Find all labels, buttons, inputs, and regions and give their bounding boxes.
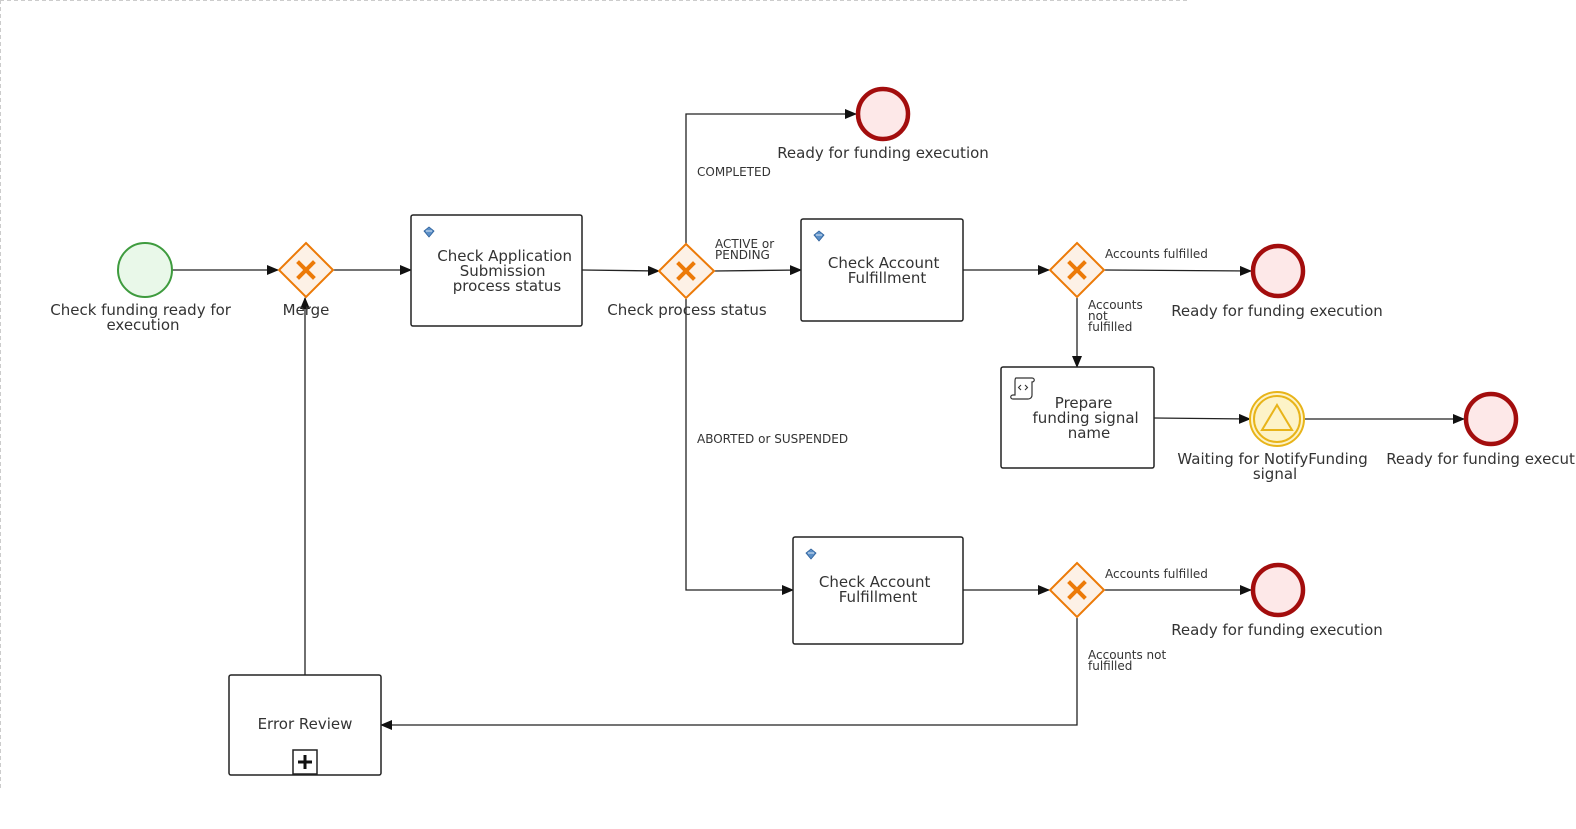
task-check-account-fulfillment-1-label: Check Account Fulfillment [828, 254, 944, 287]
signal-event-label: Waiting for NotifyFunding signal [1177, 450, 1372, 483]
start-event-label-line-1: Check funding ready for [50, 301, 232, 319]
subprocess-error-review-box [228, 674, 382, 776]
task-prepare-line-1: Prepare [1055, 394, 1113, 412]
subprocess-error-review-label: Error Review [258, 715, 353, 733]
gateway-accounts-2[interactable] [1048, 561, 1106, 619]
flow-aborted-suspended[interactable] [685, 299, 794, 595]
end-event-upper-right-circle [1250, 243, 1306, 299]
start-event[interactable] [117, 242, 173, 298]
flow-accounts-not-fulfilled-2[interactable] [380, 618, 1078, 730]
flow-active-pending[interactable] [713, 265, 802, 276]
expand-plus-icon[interactable] [292, 749, 318, 775]
end-event-lower-right-label: Ready for funding execution [1171, 621, 1383, 639]
signal-event-inner-circle [1253, 395, 1301, 443]
task-check-account-1-line-1: Check Account [828, 254, 940, 272]
end-event-top-label: Ready for funding execution [777, 144, 989, 162]
task-check-account-2-line-1: Check Account [819, 573, 931, 591]
merge-gateway[interactable] [277, 241, 335, 299]
edge-label-accounts-not-fulfilled-1-line-1: Accounts [1088, 298, 1143, 312]
task-prepare-funding-signal-label: Prepare funding signal name [1033, 394, 1144, 442]
sequence-flows [172, 109, 1465, 730]
task-check-account-fulfillment-2[interactable]: Check Account Fulfillment [792, 536, 964, 645]
end-event-lower-right-circle [1250, 562, 1306, 618]
task-check-account-fulfillment-1-box [800, 218, 964, 322]
script-task-icon [1010, 377, 1035, 400]
start-event-label: Check funding ready for execution [50, 301, 236, 334]
task-check-application-line-3: process status [453, 277, 562, 295]
edge-label-accounts-not-fulfilled-2: Accounts not fulfilled [1088, 648, 1170, 673]
merge-gateway-label: Merge [283, 301, 330, 319]
edge-label-accounts-not-fulfilled-1-line-2: not [1088, 309, 1108, 323]
task-prepare-line-3: name [1068, 424, 1111, 442]
end-event-signal-right-circle [1463, 391, 1519, 447]
end-event-upper-right[interactable] [1250, 243, 1306, 299]
task-check-account-1-line-2: Fulfillment [848, 269, 927, 287]
end-event-top[interactable] [855, 86, 911, 142]
signal-event-outer-circle [1249, 391, 1305, 447]
edge-label-accounts-fulfilled-1: Accounts fulfilled [1105, 247, 1208, 261]
signal-event-label-line-2: signal [1253, 465, 1297, 483]
task-check-application-submission-label: Check Application Submission process sta… [437, 247, 577, 295]
end-event-signal-right[interactable] [1463, 391, 1519, 447]
end-event-top-circle [855, 86, 911, 142]
task-check-account-2-line-2: Fulfillment [839, 588, 918, 606]
end-event-signal-right-label: Ready for funding execution [1386, 450, 1576, 468]
task-check-application-submission[interactable]: Check Application Submission process sta… [410, 214, 583, 327]
flow-completed[interactable] [685, 109, 857, 244]
flow-prepare-to-signal[interactable] [1153, 413, 1251, 424]
task-prepare-funding-signal[interactable]: Prepare funding signal name [1000, 366, 1155, 469]
task-check-account-fulfillment-2-label: Check Account Fulfillment [819, 573, 935, 606]
signal-catch-event[interactable] [1249, 391, 1305, 447]
flow-accounts-fulfilled-1[interactable] [1103, 265, 1252, 276]
gateway-process-status[interactable] [657, 242, 716, 300]
edge-label-accounts-not-fulfilled-2-line-1: Accounts not [1088, 648, 1166, 662]
flow-check-app-to-gateway[interactable] [581, 265, 660, 276]
edge-label-accounts-not-fulfilled-2-line-2: fulfilled [1088, 659, 1132, 673]
gateway-x-icon [1067, 580, 1087, 600]
subprocess-error-review[interactable]: Error Review [228, 674, 382, 776]
gateway-x-icon [296, 260, 316, 280]
task-prepare-line-2: funding signal [1033, 409, 1139, 427]
edge-label-active-pending-line-2: PENDING [715, 248, 770, 262]
task-check-account-fulfillment-2-box [792, 536, 964, 645]
signal-triangle-icon [1260, 403, 1294, 431]
task-prepare-funding-signal-box [1000, 366, 1155, 469]
start-event-circle [117, 242, 173, 298]
gateway-process-status-label: Check process status [607, 301, 767, 319]
service-task-icon [423, 226, 435, 238]
service-task-icon [813, 230, 825, 242]
edge-label-aborted-suspended: ABORTED or SUSPENDED [697, 432, 848, 446]
edge-label-accounts-not-fulfilled-1: Accounts not fulfilled [1088, 298, 1147, 334]
signal-event-label-line-1: Waiting for NotifyFunding [1177, 450, 1367, 468]
edge-label-active-pending: ACTIVE or PENDING [715, 237, 778, 262]
edge-label-completed: COMPLETED [697, 165, 771, 179]
edge-label-accounts-fulfilled-2: Accounts fulfilled [1105, 567, 1208, 581]
edge-label-active-pending-line-1: ACTIVE or [715, 237, 774, 251]
service-task-icon [805, 548, 817, 560]
end-event-upper-right-label: Ready for funding execution [1171, 302, 1383, 320]
gateway-x-icon [676, 261, 696, 281]
gateway-accounts-1[interactable] [1048, 241, 1106, 299]
gateway-x-icon [1067, 260, 1087, 280]
edge-label-accounts-not-fulfilled-1-line-3: fulfilled [1088, 320, 1132, 334]
task-check-account-fulfillment-1[interactable]: Check Account Fulfillment [800, 218, 964, 322]
task-check-application-line-2: Submission [460, 262, 546, 280]
task-check-application-line-1: Check Application [437, 247, 572, 265]
start-event-label-line-2: execution [106, 316, 179, 334]
task-check-application-submission-box [410, 214, 583, 327]
end-event-lower-right[interactable] [1250, 562, 1306, 618]
